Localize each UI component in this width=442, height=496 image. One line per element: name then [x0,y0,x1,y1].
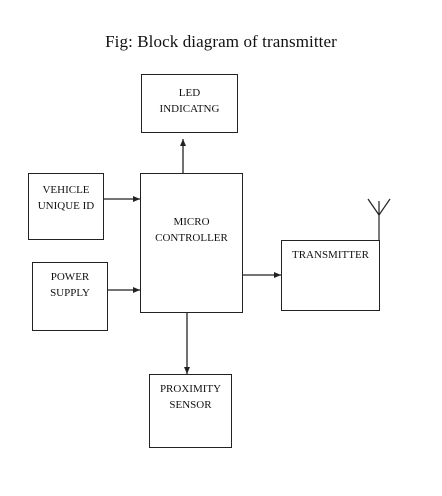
power-supply-line1: POWER [50,271,90,283]
diagram-title: Fig: Block diagram of transmitter [105,32,337,51]
power-supply-line2: SUPPLY [50,287,90,299]
proximity-sensor-line1: PROXIMITY [159,383,222,395]
transmitter-label: TRANSMITTER [292,249,369,261]
transmitter-block: TRANSMITTER [281,240,380,311]
led-indicating-block: LED INDICATNG [141,74,238,133]
vehicle-unique-id-line1: VEHICLE [42,184,90,196]
proximity-sensor-line2: SENSOR [169,399,212,411]
antenna-icon [367,198,391,240]
microcontroller-line2: CONTROLLER [155,232,228,244]
vehicle-unique-id-block: VEHICLE UNIQUE ID [28,173,104,240]
microcontroller-line1: MICRO [173,216,210,228]
led-indicating-line2: INDICATNG [159,103,220,115]
vehicle-unique-id-line2: UNIQUE ID [37,200,95,212]
proximity-sensor-block: PROXIMITY SENSOR [149,374,232,448]
led-indicating-line1: LED [178,87,201,99]
power-supply-block: POWER SUPPLY [32,262,108,331]
microcontroller-block: MICRO CONTROLLER [140,173,243,313]
